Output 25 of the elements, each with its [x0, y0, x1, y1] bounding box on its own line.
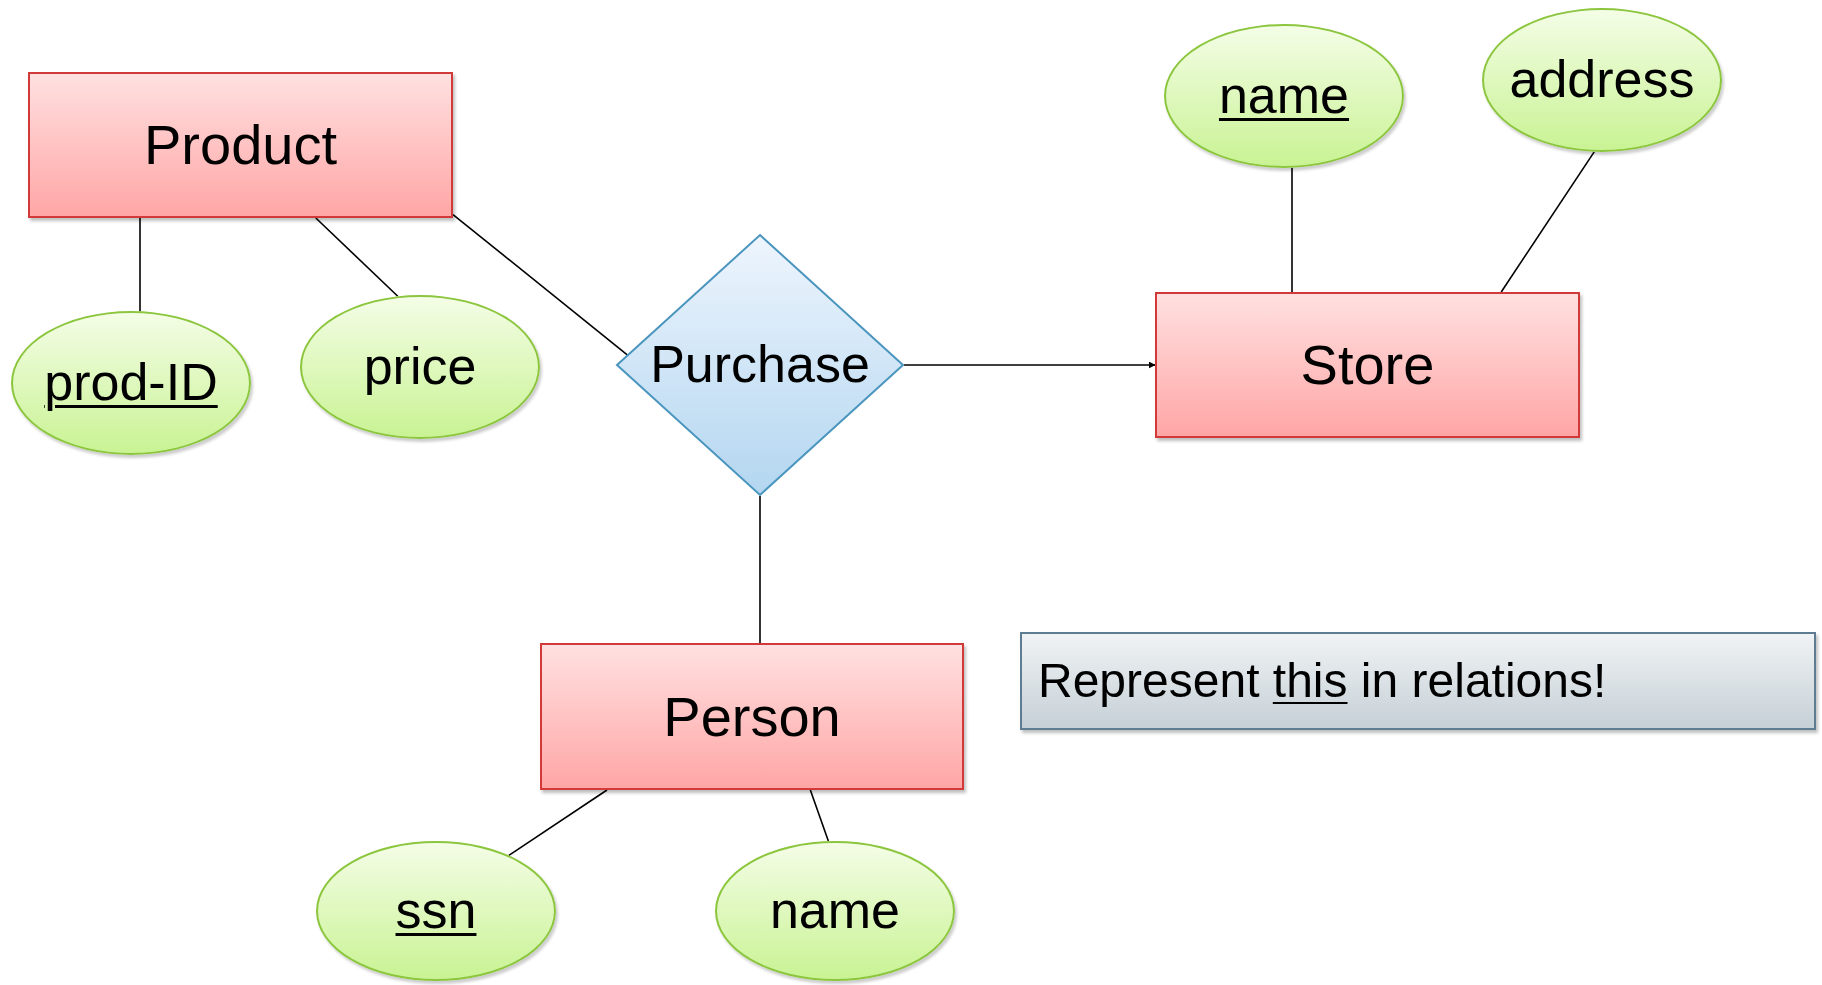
connector-line	[452, 213, 629, 356]
attribute-name: price	[363, 338, 477, 396]
attribute-name: name	[769, 882, 901, 940]
connector-line	[809, 789, 830, 842]
connector-line	[315, 217, 399, 298]
entity-box	[28, 72, 453, 218]
note-text: Represent this in relations!	[1038, 654, 1607, 708]
connector-line	[139, 217, 141, 312]
connector-line	[1500, 151, 1595, 293]
entity-name: Product	[144, 114, 337, 176]
arrow	[903, 361, 1156, 369]
attribute-name: prod-ID	[44, 354, 218, 412]
connector-line	[759, 495, 761, 644]
note-box	[1020, 632, 1816, 730]
connector-line	[508, 789, 608, 857]
relationship-diamond	[616, 234, 904, 496]
attribute-name: ssn	[395, 882, 477, 940]
entity-name: Person	[663, 685, 841, 748]
entity-name: Store	[1300, 334, 1435, 396]
connector-line	[1291, 167, 1293, 293]
entity-box	[540, 643, 964, 790]
attribute-name: name	[1218, 67, 1350, 125]
relationship-name: Purchase	[650, 336, 870, 394]
attribute-name: address	[1509, 51, 1695, 109]
entity-box	[1155, 292, 1580, 438]
